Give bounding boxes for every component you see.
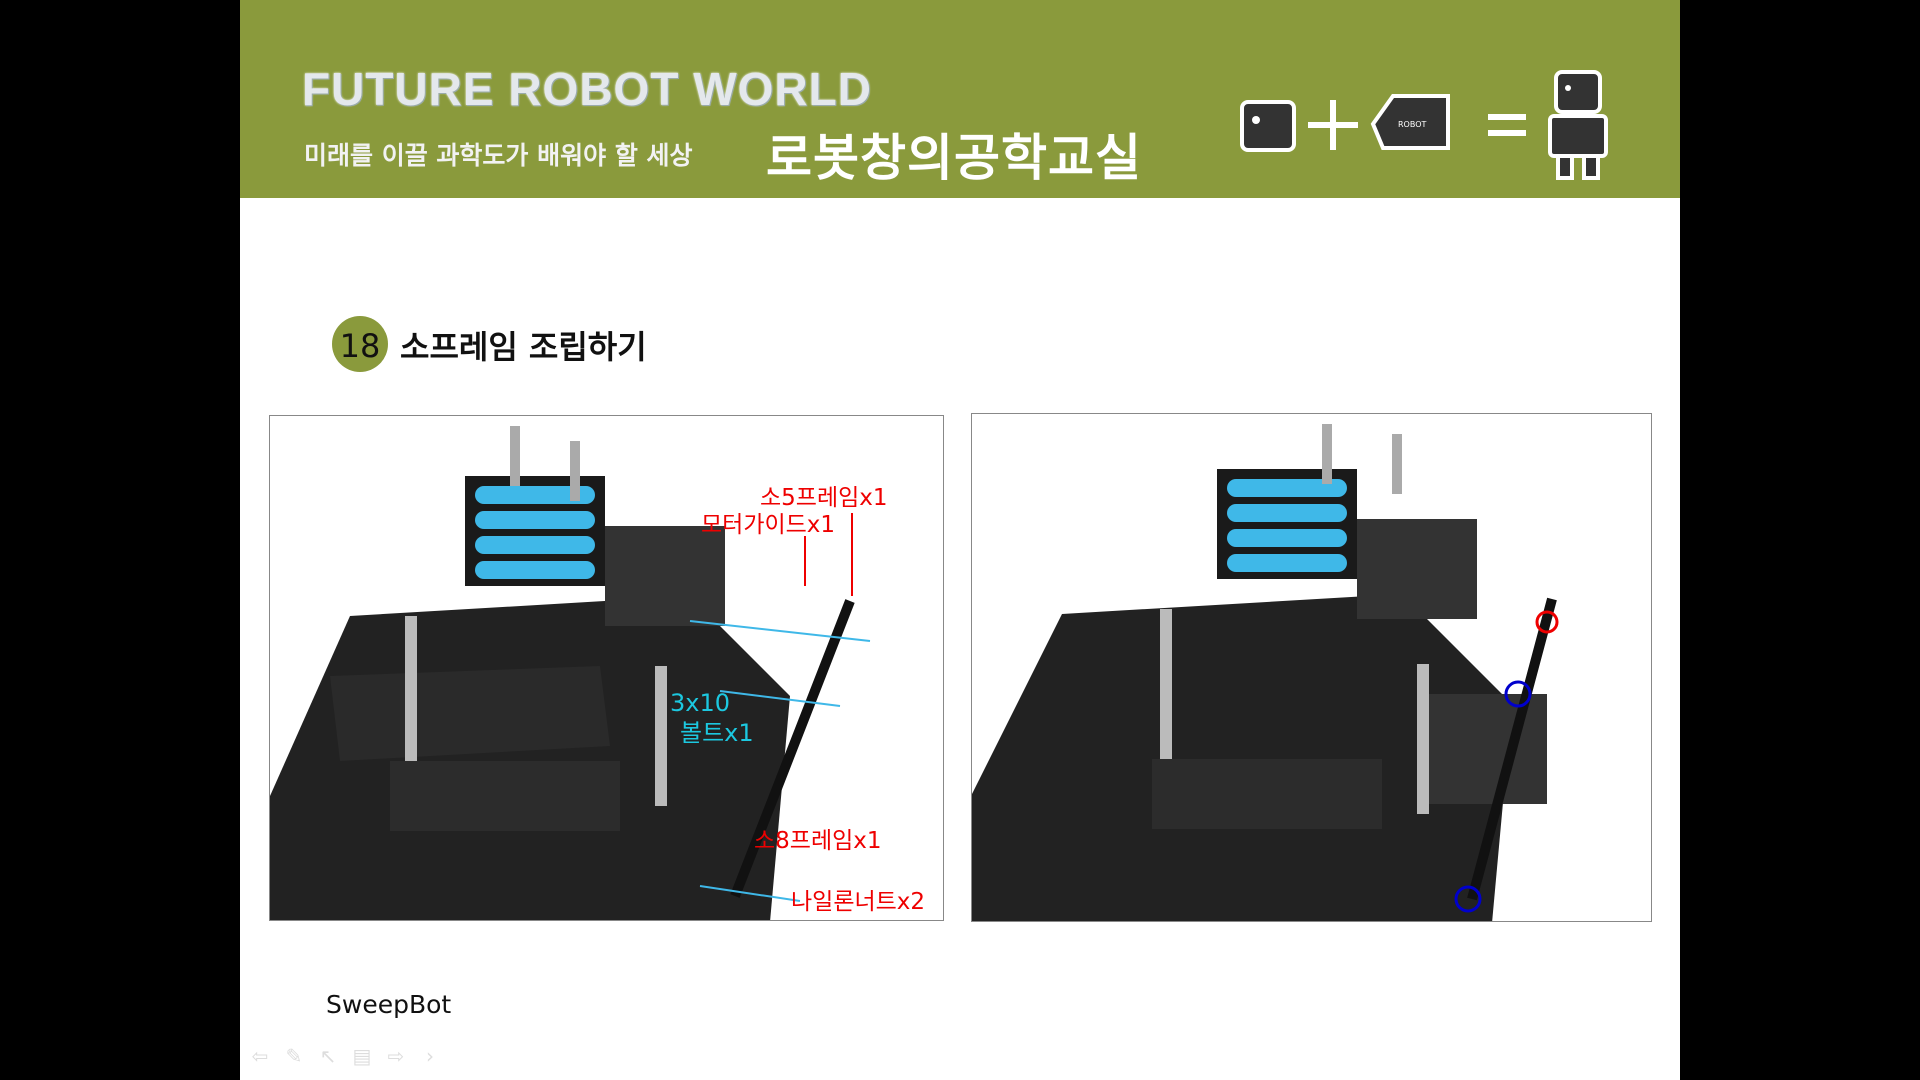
- class-title: 로봇창의공학교실: [766, 129, 1142, 187]
- step-title: 소프레임 조립하기: [400, 328, 647, 366]
- label-bolt: 볼트x1: [680, 719, 754, 747]
- chevron-right-icon[interactable]: ›: [426, 1044, 434, 1068]
- slides-icon[interactable]: ▤: [352, 1044, 372, 1068]
- robot-logo-icon: ROBOT: [1240, 70, 1608, 180]
- brand-title: FUTURE ROBOT WORLD: [302, 63, 872, 115]
- header-banner: FUTURE ROBOT WORLD 미래를 이끌 과학도가 배워야 할 세상 …: [240, 0, 1680, 198]
- robot-assembly-drawing: [972, 424, 1559, 921]
- svg-text:ROBOT: ROBOT: [1398, 120, 1427, 129]
- arrow-left-icon[interactable]: ⇦: [251, 1044, 269, 1068]
- footer-text: SweepBot: [326, 990, 452, 1019]
- step-number-badge: 18: [332, 316, 388, 372]
- label-bolt-size: 3x10: [670, 689, 731, 717]
- tagline: 미래를 이끌 과학도가 배워야 할 세상: [304, 141, 693, 170]
- slideshow-toolbar: ⇦ ✎ ↖ ▤ ⇨ ›: [250, 1045, 440, 1067]
- label-frame5: 소5프레임x1: [760, 485, 888, 511]
- slide: FUTURE ROBOT WORLD 미래를 이끌 과학도가 배워야 할 세상 …: [240, 0, 1680, 1080]
- pen-icon[interactable]: ✎: [285, 1044, 303, 1068]
- pointer-icon[interactable]: ↖: [319, 1044, 337, 1068]
- arrow-right-icon[interactable]: ⇨: [387, 1044, 405, 1068]
- label-nut: 나일론너트x2: [791, 889, 926, 915]
- assembly-image-after: [971, 413, 1652, 922]
- label-frame8: 소8프레임x1: [754, 828, 882, 854]
- assembly-image-before: 소5프레임x1 모터가이드x1 3x10 볼트x1 소8프레임x1 나일론너트x…: [269, 415, 944, 921]
- label-motor-guide: 모터가이드x1: [701, 512, 836, 538]
- robot-assembly-drawing: [270, 426, 871, 920]
